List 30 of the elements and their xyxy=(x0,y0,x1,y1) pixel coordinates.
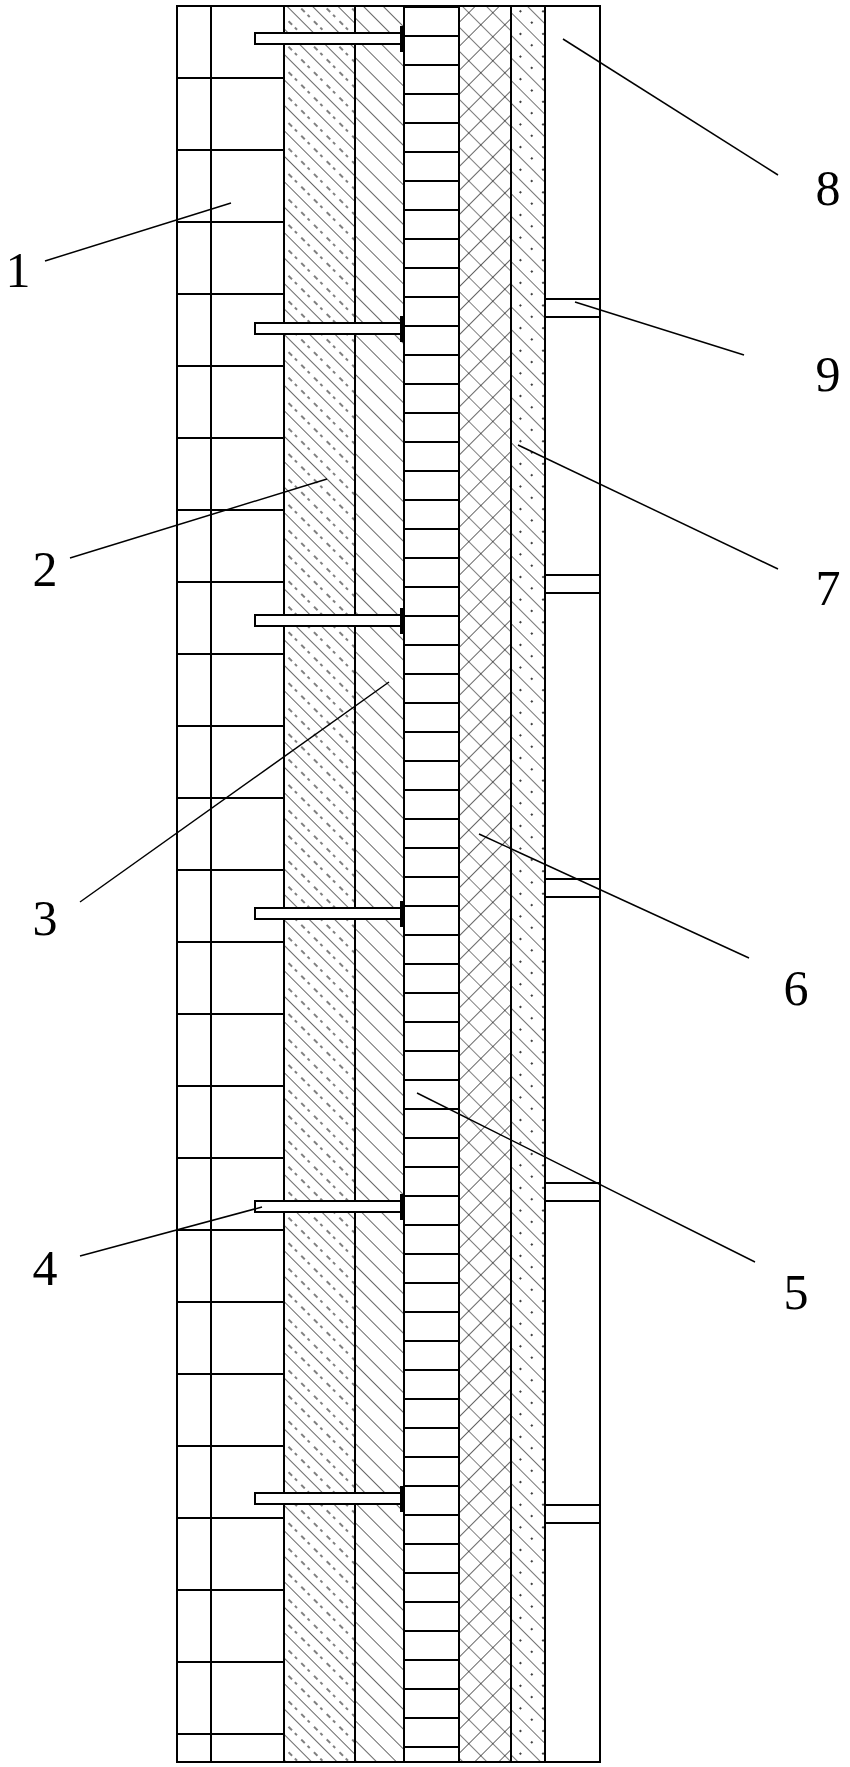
panel-joint xyxy=(544,878,601,898)
callout-number: 2 xyxy=(32,544,58,594)
callout-number: 9 xyxy=(815,349,841,399)
leader-line xyxy=(517,444,779,570)
anchor-bolt xyxy=(254,1194,405,1220)
leader-line xyxy=(69,478,328,559)
leader-line xyxy=(44,202,232,262)
hatched-layer xyxy=(283,5,356,1763)
callout-number: 1 xyxy=(5,245,31,295)
cladding-panel xyxy=(544,5,601,1763)
callout-number: 3 xyxy=(32,893,58,943)
callout-number: 6 xyxy=(783,963,809,1013)
brick-wall xyxy=(176,5,285,1763)
panel-joint xyxy=(544,1504,601,1524)
panel-joint xyxy=(544,298,601,318)
slatted-layer xyxy=(403,5,460,1763)
leader-line xyxy=(478,833,750,959)
callout-number: 5 xyxy=(783,1267,809,1317)
panel-joint xyxy=(544,1182,601,1202)
dotted-hatched-layer xyxy=(510,5,546,1763)
callout-number: 4 xyxy=(32,1243,58,1293)
leader-line xyxy=(416,1092,756,1263)
leader-line xyxy=(79,1206,263,1257)
callout-number: 7 xyxy=(815,563,841,613)
callout-number: 8 xyxy=(815,163,841,213)
leader-line xyxy=(574,301,745,356)
cross-hatched-layer xyxy=(458,5,512,1763)
leader-line xyxy=(562,38,779,176)
panel-joint xyxy=(544,574,601,594)
hatched-layer xyxy=(354,5,405,1763)
